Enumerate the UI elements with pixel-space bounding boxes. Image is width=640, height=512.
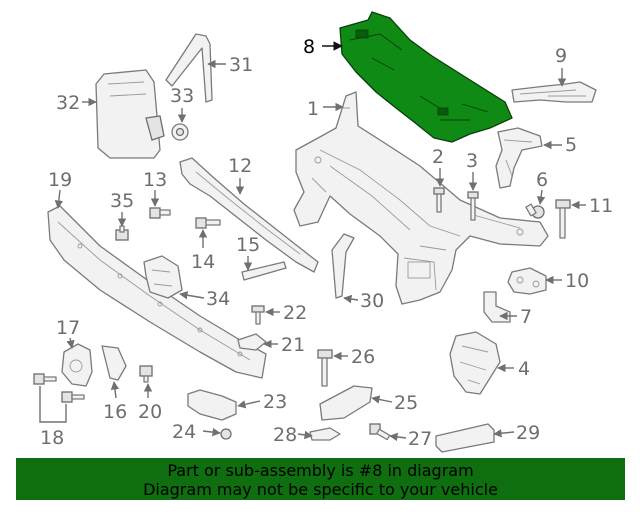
part-5-side-bracket[interactable] bbox=[495, 127, 543, 189]
leader-lines bbox=[39, 41, 586, 442]
part-7-small-bracket[interactable] bbox=[483, 291, 511, 323]
callout-labels: 1 2 3 4 5 6 7 8 9 10 11 12 13 14 15 16 1… bbox=[40, 36, 613, 450]
callout-5[interactable]: 5 bbox=[565, 134, 577, 156]
callout-15[interactable]: 15 bbox=[236, 234, 260, 256]
callout-8[interactable]: 8 bbox=[303, 36, 315, 58]
part-27-bolt[interactable] bbox=[369, 423, 391, 441]
callout-14[interactable]: 14 bbox=[191, 251, 215, 273]
part-21-clip[interactable] bbox=[237, 333, 267, 351]
part-3-bolt[interactable] bbox=[467, 191, 479, 221]
callout-26[interactable]: 26 bbox=[351, 346, 375, 368]
part-14-bolt[interactable] bbox=[195, 217, 221, 229]
part-31-stay-rod[interactable] bbox=[165, 33, 213, 103]
callout-10[interactable]: 10 bbox=[565, 270, 589, 292]
callout-1[interactable]: 1 bbox=[307, 98, 319, 120]
part-23-bracket[interactable] bbox=[187, 389, 237, 421]
part-24-nut[interactable] bbox=[220, 428, 232, 440]
callout-21[interactable]: 21 bbox=[281, 334, 305, 356]
callout-6[interactable]: 6 bbox=[536, 169, 548, 191]
callout-24[interactable]: 24 bbox=[172, 421, 196, 443]
callout-16[interactable]: 16 bbox=[103, 401, 127, 423]
part-2-bolt[interactable] bbox=[433, 187, 445, 213]
banner-line-disclaimer: Diagram may not be specific to your vehi… bbox=[143, 480, 498, 499]
callout-31[interactable]: 31 bbox=[229, 54, 253, 76]
callout-11[interactable]: 11 bbox=[589, 195, 613, 217]
callout-18[interactable]: 18 bbox=[40, 427, 64, 449]
part-15-strip[interactable] bbox=[241, 261, 287, 281]
callout-17[interactable]: 17 bbox=[56, 317, 80, 339]
part-32-control-module[interactable] bbox=[95, 69, 165, 159]
part-26-bolt[interactable] bbox=[317, 349, 333, 387]
part-11-bolt[interactable] bbox=[555, 199, 571, 239]
part-29-foam-block[interactable] bbox=[435, 423, 495, 453]
info-banner: Part or sub-assembly is #8 in diagram Di… bbox=[16, 458, 625, 500]
callout-20[interactable]: 20 bbox=[138, 401, 162, 423]
callout-33[interactable]: 33 bbox=[170, 85, 194, 107]
part-10-mount-bracket[interactable] bbox=[507, 267, 547, 295]
banner-line-part-info: Part or sub-assembly is #8 in diagram bbox=[167, 461, 474, 480]
part-18-bolts[interactable] bbox=[33, 373, 85, 403]
part-12-cross-member[interactable] bbox=[179, 157, 319, 273]
part-20-bolt[interactable] bbox=[139, 365, 153, 383]
part-4-lower-bracket[interactable] bbox=[449, 331, 501, 395]
callout-28[interactable]: 28 bbox=[273, 424, 297, 446]
callout-35[interactable]: 35 bbox=[110, 190, 134, 212]
callout-29[interactable]: 29 bbox=[516, 422, 540, 444]
callout-32[interactable]: 32 bbox=[56, 92, 80, 114]
part-1-radiator-support-frame[interactable] bbox=[293, 91, 549, 305]
part-25-absorber[interactable] bbox=[319, 385, 373, 421]
part-22-bolt[interactable] bbox=[251, 305, 265, 325]
part-33-grommet[interactable] bbox=[171, 123, 189, 141]
callout-27[interactable]: 27 bbox=[408, 428, 432, 450]
callout-34[interactable]: 34 bbox=[206, 288, 230, 310]
callout-13[interactable]: 13 bbox=[143, 169, 167, 191]
callout-7[interactable]: 7 bbox=[520, 306, 532, 328]
part-28-clip[interactable] bbox=[309, 427, 341, 441]
callout-30[interactable]: 30 bbox=[360, 290, 384, 312]
part-9-bracket[interactable] bbox=[511, 81, 597, 103]
callout-9[interactable]: 9 bbox=[555, 45, 567, 67]
part-35-bolt[interactable] bbox=[115, 225, 129, 241]
callout-12[interactable]: 12 bbox=[228, 155, 252, 177]
callout-4[interactable]: 4 bbox=[518, 358, 530, 380]
part-6-nut[interactable] bbox=[525, 203, 545, 219]
part-13-bolt[interactable] bbox=[149, 207, 171, 219]
callout-25[interactable]: 25 bbox=[394, 392, 418, 414]
callout-19[interactable]: 19 bbox=[48, 169, 72, 191]
callout-22[interactable]: 22 bbox=[283, 302, 307, 324]
part-17-horn[interactable] bbox=[61, 343, 93, 387]
part-16-bracket[interactable] bbox=[101, 345, 127, 381]
part-8-upper-cross-member[interactable] bbox=[339, 11, 513, 143]
callout-2[interactable]: 2 bbox=[432, 146, 444, 168]
callout-3[interactable]: 3 bbox=[466, 150, 478, 172]
part-30-harness[interactable] bbox=[331, 233, 355, 299]
callout-23[interactable]: 23 bbox=[263, 391, 287, 413]
part-34-bracket[interactable] bbox=[143, 255, 183, 299]
